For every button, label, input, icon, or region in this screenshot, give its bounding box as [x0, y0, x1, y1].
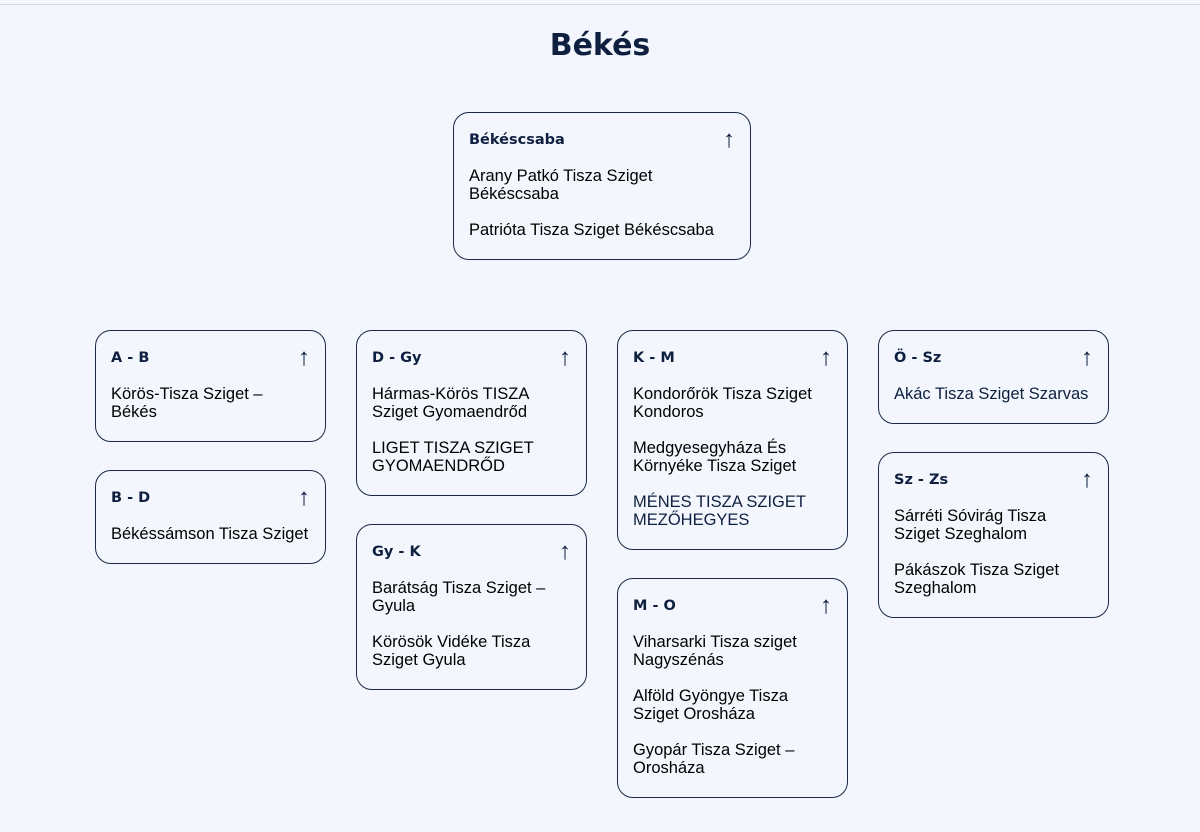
- list-item[interactable]: Gyopár Tisza Sziget – Orosháza: [633, 741, 795, 777]
- list-item[interactable]: Pákászok Tisza Sziget Szeghalom: [894, 561, 1060, 597]
- arrow-up-icon[interactable]: ↑: [298, 484, 310, 511]
- list-item[interactable]: Sárréti Sóvirág Tisza Sziget Szeghalom: [894, 507, 1047, 543]
- arrow-up-icon[interactable]: ↑: [1081, 466, 1093, 493]
- group-card: Ö - Sz ↑ Akác Tisza Sziget Szarvas: [878, 330, 1109, 424]
- list-item[interactable]: Hármas-Körös TISZA Sziget Gyomaendrőd: [372, 385, 529, 421]
- column-4: Ö - Sz ↑ Akác Tisza Sziget Szarvas Sz - Z…: [878, 330, 1109, 618]
- column-1: A - B ↑ Körös-Tisza Sziget – Békés B - D ↑…: [95, 330, 326, 564]
- group-card: M - O ↑ Viharsarki Tisza sziget Nagyszéná…: [617, 578, 848, 798]
- group-card: Sz - Zs ↑ Sárréti Sóvirág Tisza Sziget Sz…: [878, 452, 1109, 618]
- group-header: Sz - Zs: [894, 472, 949, 488]
- group-card-bekescsaba: Békéscsaba ↑ Arany Patkó Tisza Sziget Bék…: [453, 112, 751, 260]
- column-3: K - M↑ Kondorőrök Tisza Sziget Kondoros …: [617, 330, 848, 798]
- list-item[interactable]: LIGET TISZA SZIGET GYOMAENDRŐD: [372, 439, 534, 475]
- top-divider: [0, 4, 1200, 5]
- group-header: A - B: [111, 350, 150, 366]
- group-card: A - B ↑ Körös-Tisza Sziget – Békés: [95, 330, 326, 442]
- arrow-up-icon[interactable]: ↑: [1081, 344, 1093, 371]
- column-2: D - Gy ↑ Hármas-Körös TISZA Sziget Gyomae…: [356, 330, 587, 690]
- list-item[interactable]: Körösök Vidéke Tisza Sziget Gyula: [372, 633, 531, 669]
- group-header: Ö - Sz: [894, 350, 942, 366]
- list-item[interactable]: Medgyesegyháza És Környéke Tisza Sziget: [633, 439, 797, 475]
- group-header: B - D: [111, 490, 151, 506]
- arrow-up-icon[interactable]: ↑: [559, 344, 571, 371]
- list-item[interactable]: MÉNES TISZA SZIGET MEZŐHEGYES: [633, 493, 806, 529]
- list-item[interactable]: Akác Tisza Sziget Szarvas: [894, 385, 1089, 403]
- group-card: B - D ↑ Békéssámson Tisza Sziget: [95, 470, 326, 564]
- group-card: Gy - K ↑ Barátság Tisza Sziget – Gyula Kö…: [356, 524, 587, 690]
- list-item[interactable]: Patrióta Tisza Sziget Békéscsaba: [469, 221, 714, 239]
- group-header: Békéscsaba: [469, 132, 565, 148]
- page-title: Békés: [549, 28, 651, 63]
- list-item[interactable]: Kondorőrök Tisza Sziget Kondoros: [633, 385, 812, 421]
- arrow-up-icon[interactable]: ↑: [559, 538, 571, 565]
- list-item[interactable]: Körös-Tisza Sziget – Békés: [111, 385, 263, 421]
- group-header: Gy - K: [372, 544, 421, 560]
- list-item[interactable]: Viharsarki Tisza sziget Nagyszénás: [633, 633, 797, 669]
- group-header: D - Gy: [372, 350, 422, 366]
- group-card: K - M↑ Kondorőrök Tisza Sziget Kondoros …: [617, 330, 848, 550]
- arrow-up-icon[interactable]: ↑: [298, 344, 310, 371]
- arrow-up-icon[interactable]: ↑: [820, 344, 832, 371]
- arrow-up-icon[interactable]: ↑: [723, 126, 735, 153]
- arrow-up-icon[interactable]: ↑: [820, 592, 832, 619]
- group-header: M - O: [633, 598, 676, 614]
- list-item[interactable]: Békéssámson Tisza Sziget: [111, 525, 309, 543]
- list-item[interactable]: Arany Patkó Tisza Sziget Békéscsaba: [469, 167, 653, 203]
- group-header: K - M: [633, 350, 675, 366]
- group-card: D - Gy ↑ Hármas-Körös TISZA Sziget Gyomae…: [356, 330, 587, 496]
- list-item[interactable]: Alföld Gyöngye Tisza Sziget Orosháza: [633, 687, 788, 723]
- list-item[interactable]: Barátság Tisza Sziget – Gyula: [372, 579, 546, 615]
